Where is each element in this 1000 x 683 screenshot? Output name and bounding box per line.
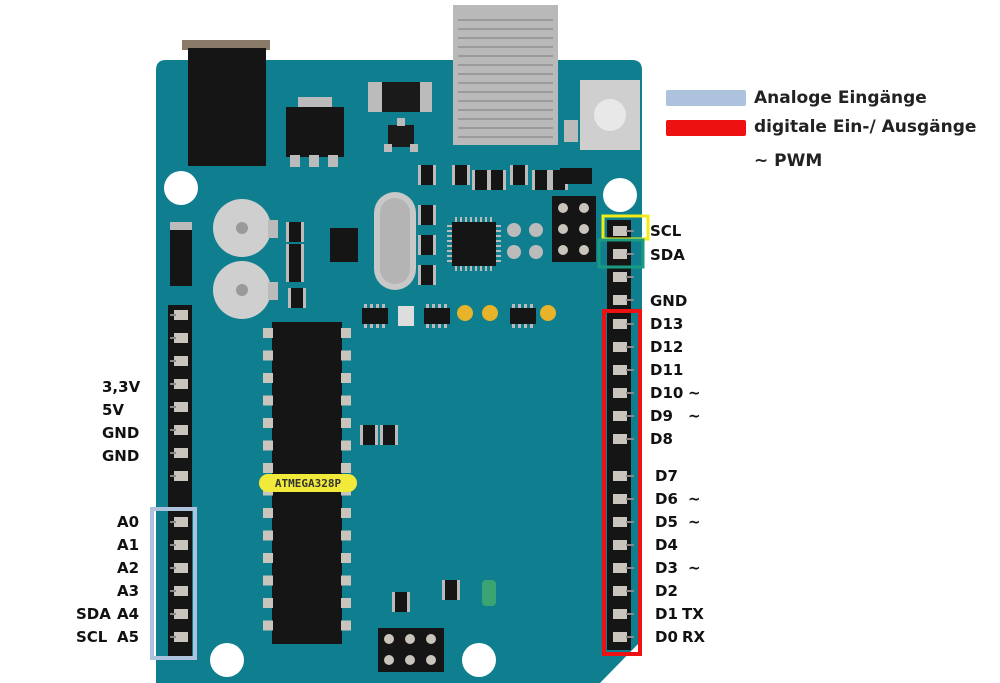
usb-interface-chip xyxy=(447,217,501,271)
pwm-legend-label: ~ PWM xyxy=(754,151,823,171)
resistor-row xyxy=(362,304,536,328)
diode xyxy=(170,222,192,286)
digital-pin-label-d0: D0 xyxy=(655,628,678,646)
digital-pin-label-d3: D3 xyxy=(655,559,678,577)
digital-pin-suffix: ~ xyxy=(688,384,701,402)
small-ic xyxy=(330,228,358,262)
digital-pin-suffix: RX xyxy=(682,628,706,646)
power-pin-label: 3,3V xyxy=(102,378,141,396)
digital-pin-label-d7: D7 xyxy=(655,467,678,485)
analog-pin-label-a5: A5 xyxy=(117,628,140,646)
gnd-pin-label: GND xyxy=(650,292,688,310)
power-jack xyxy=(182,40,270,166)
crystal-oscillator xyxy=(374,192,416,290)
digital-legend-swatch xyxy=(666,120,746,136)
chip-label: ATMEGA328P xyxy=(259,474,357,492)
digital-pin-label-d1: D1 xyxy=(655,605,678,623)
digital-pin-label-d9: D9 xyxy=(650,407,673,425)
pads xyxy=(507,223,543,259)
digital-pin-label-d12: D12 xyxy=(650,338,684,356)
icsp-header xyxy=(378,628,444,672)
reset-button xyxy=(564,80,640,150)
digital-legend-label: digitale Ein-/ Ausgänge xyxy=(754,117,977,137)
analog-pin-label-a3: A3 xyxy=(117,582,140,600)
icsp-header xyxy=(552,196,596,262)
analog-pin-alt-label: SCL xyxy=(76,628,108,646)
power-pin-label: GND xyxy=(102,424,140,442)
sda-pin-label: SDA xyxy=(650,246,685,264)
voltage-regulator xyxy=(286,97,344,167)
mounting-hole xyxy=(462,643,496,677)
analog-legend-swatch xyxy=(666,90,746,106)
digital-pin-label-d5: D5 xyxy=(655,513,678,531)
chip-label-text: ATMEGA328P xyxy=(275,477,342,490)
digital-pin-suffix: TX xyxy=(682,605,704,623)
analog-pin-alt-label: SDA xyxy=(76,605,111,623)
transistor xyxy=(368,82,432,152)
digital-pin-label-d8: D8 xyxy=(650,430,673,448)
status-led xyxy=(457,305,556,321)
power-led xyxy=(482,580,496,606)
scl-pin-label: SCL xyxy=(650,222,682,240)
digital-pin-label-d2: D2 xyxy=(655,582,678,600)
mounting-hole xyxy=(603,178,637,212)
left-header xyxy=(168,305,192,657)
smd-components xyxy=(286,165,592,612)
digital-pin-suffix: ~ xyxy=(688,490,701,508)
analog-pin-label-a2: A2 xyxy=(117,559,140,577)
mounting-hole xyxy=(210,643,244,677)
mounting-hole xyxy=(164,171,198,205)
analog-legend-label: Analoge Eingänge xyxy=(754,88,927,108)
analog-pin-label-a1: A1 xyxy=(117,536,140,554)
digital-pin-suffix: ~ xyxy=(688,407,701,425)
digital-highlight-box xyxy=(602,309,642,656)
digital-pin-label-d11: D11 xyxy=(650,361,684,379)
digital-pin-suffix: ~ xyxy=(688,559,701,577)
digital-pin-label-d4: D4 xyxy=(655,536,678,554)
digital-pin-label-d10: D10 xyxy=(650,384,684,402)
power-pin-label: 5V xyxy=(102,401,125,419)
analog-highlight-box xyxy=(150,507,197,660)
digital-pin-label-d13: D13 xyxy=(650,315,684,333)
right-header xyxy=(607,220,634,650)
sda-highlight-box xyxy=(597,238,645,269)
analog-pin-label-a0: A0 xyxy=(117,513,140,531)
analog-pin-label-a4: A4 xyxy=(117,605,140,623)
power-pin-label: GND xyxy=(102,447,140,465)
capacitor xyxy=(213,199,278,319)
digital-pin-suffix: ~ xyxy=(688,513,701,531)
digital-pin-label-d6: D6 xyxy=(655,490,678,508)
usb-connector xyxy=(453,5,558,145)
